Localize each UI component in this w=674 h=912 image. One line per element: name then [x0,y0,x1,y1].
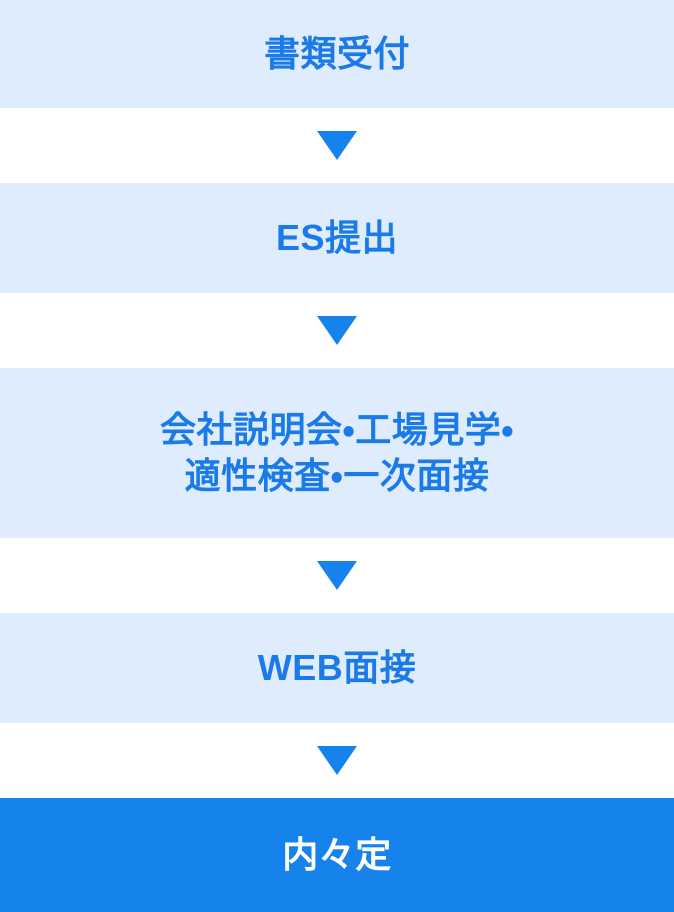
triangle-down-icon [317,131,357,160]
flow-connector-2 [0,293,674,368]
flow-step-label: ES提出 [275,216,399,258]
flow-step-es-submission: ES提出 [0,183,674,293]
flow-step-label: 内々定 [282,833,392,875]
flow-step-label-line-1: 会社説明会・工場見学・ [160,408,514,450]
triangle-down-icon [317,316,357,345]
flow-step-label-line-2: 適性検査・一次面接 [184,455,490,496]
flow-step-document-screening: 書類受付 [0,0,674,108]
flow-connector-1 [0,108,674,183]
flow-step-label: 書類受付 [263,32,410,74]
flow-connector-4 [0,723,674,798]
flow-step-web-interview: WEB面接 [0,613,674,723]
flow-connector-3 [0,538,674,613]
flow-step-briefing-factory-tour-aptitude-first-interview: 会社説明会・工場見学・ 適性検査・一次面接 [0,368,674,538]
flow-step-informal-offer: 内々定 [0,798,674,912]
triangle-down-icon [317,561,357,590]
triangle-down-icon [317,746,357,775]
flow-step-label-multiline: 会社説明会・工場見学・ 適性検査・一次面接 [146,407,528,499]
flow-step-label: WEB面接 [257,646,417,688]
